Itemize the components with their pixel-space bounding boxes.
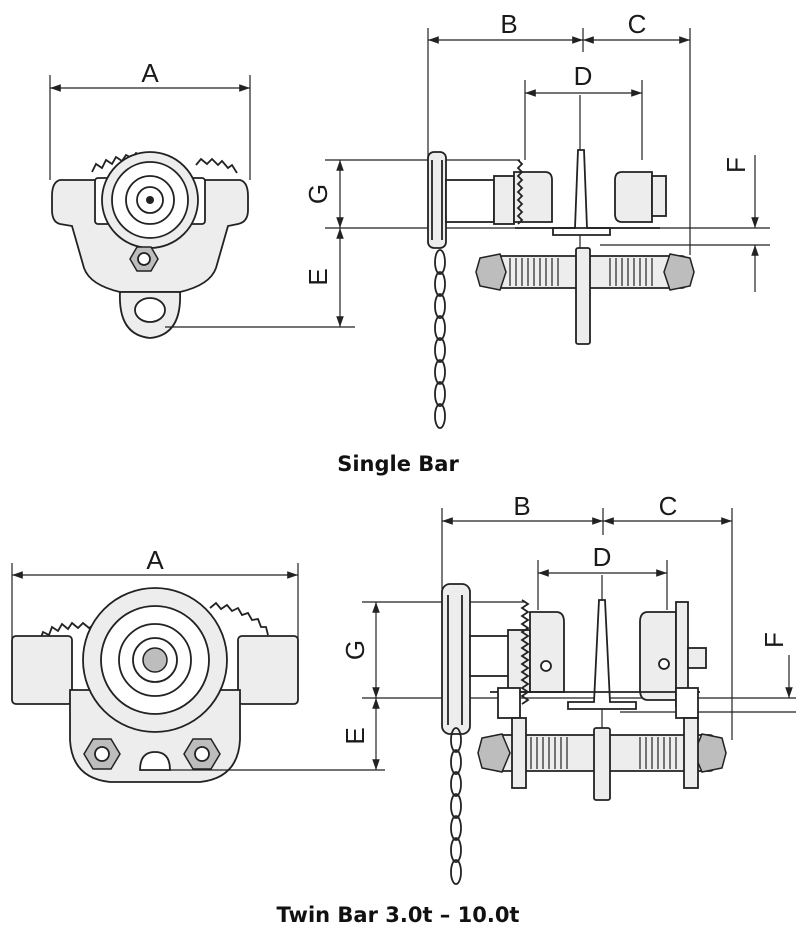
- beam-section: [552, 149, 611, 236]
- axle-twin: [469, 635, 513, 677]
- chain-wheel: [427, 151, 447, 249]
- dim-d-label-twin: D: [593, 542, 612, 572]
- load-hanger-twin: [593, 727, 611, 801]
- load-hanger: [575, 247, 591, 345]
- dim-e-label-single: E: [303, 268, 333, 285]
- single-bar-side-view: B C D G E F: [303, 9, 770, 429]
- dim-b-label-single: B: [500, 9, 517, 39]
- dim-f-label-single: F: [721, 157, 751, 173]
- hand-chain-twin: [450, 727, 462, 885]
- dim-e-label-twin: E: [340, 727, 370, 744]
- single-bar-front-view: A: [49, 58, 355, 339]
- caption-single-bar: Single Bar: [337, 452, 459, 476]
- dim-c-label-twin: C: [659, 491, 678, 521]
- hand-chain: [434, 249, 446, 429]
- beam-section-twin: [567, 599, 637, 710]
- dim-g-label-single: G: [303, 184, 333, 204]
- dim-a-label-twin: A: [146, 545, 164, 575]
- dim-g-label-twin: G: [340, 640, 370, 660]
- twin-bar-front-view: A: [11, 545, 385, 783]
- dim-d-label-single: D: [574, 61, 593, 91]
- axle: [445, 179, 495, 223]
- dim-b-label-twin: B: [513, 491, 530, 521]
- dim-f-label-twin: F: [759, 632, 789, 648]
- dim-a-label-single: A: [141, 58, 159, 88]
- chain-wheel-twin: [441, 583, 471, 735]
- twin-bar-side-view: B C D G E F: [340, 491, 796, 885]
- dim-c-label-single: C: [628, 9, 647, 39]
- caption-twin-bar: Twin Bar 3.0t – 10.0t: [276, 903, 520, 927]
